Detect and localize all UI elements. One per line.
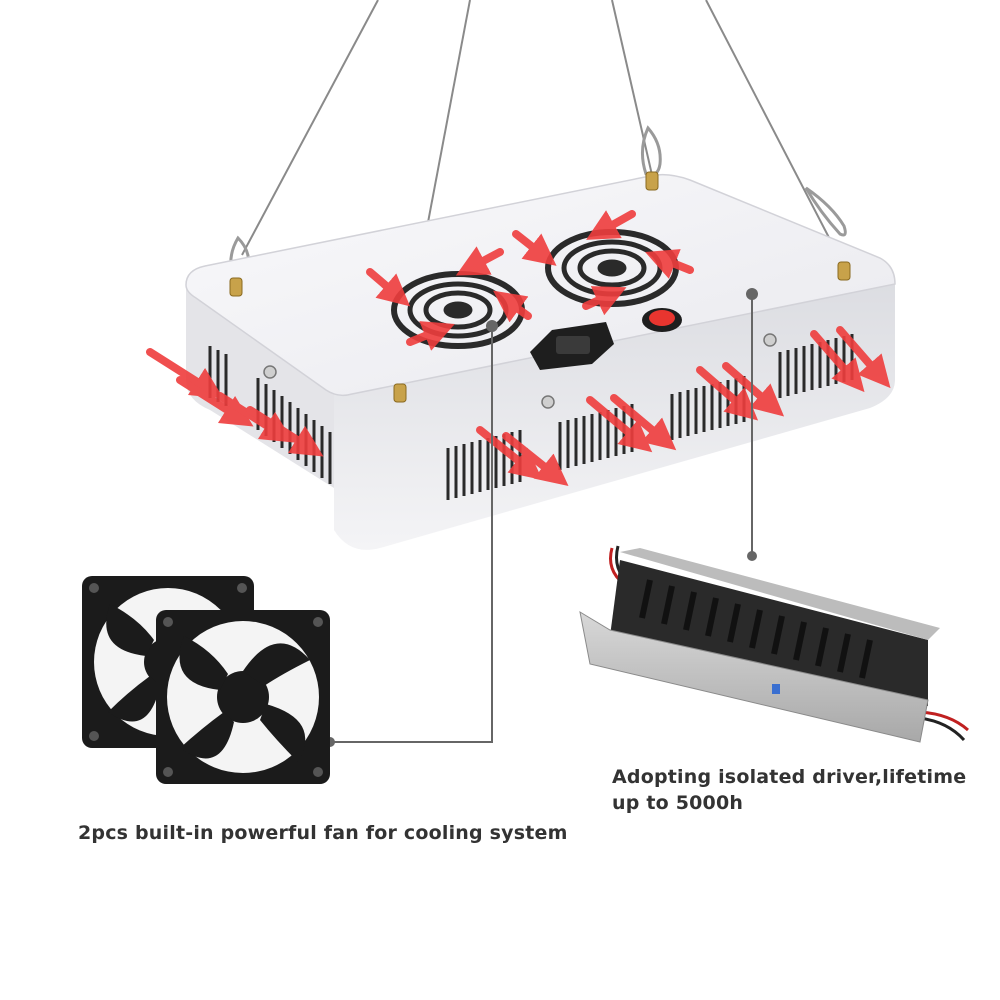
airflow-arrows [146,210,891,486]
driver-caption-line2: up to 5000h [612,792,744,814]
power-switch-icon [642,308,682,332]
driver-caption-line1: Adopting isolated driver,lifetime [612,766,967,788]
power-socket-icon [530,322,614,370]
callout-dot-fan [486,320,498,332]
callout-dot-driver [746,288,758,300]
led-panel [185,171,896,550]
cooling-fan-icon [156,610,330,784]
driver-caption: Adopting isolated driver,lifetime up to … [612,764,966,816]
eye-bolts [229,171,851,403]
screw-icons [263,333,777,409]
callout-dot-driver-end [747,551,757,561]
fan-caption: 2pcs built-in powerful fan for cooling s… [78,822,568,844]
power-driver-icon [579,545,969,743]
callout-lines [330,294,753,743]
